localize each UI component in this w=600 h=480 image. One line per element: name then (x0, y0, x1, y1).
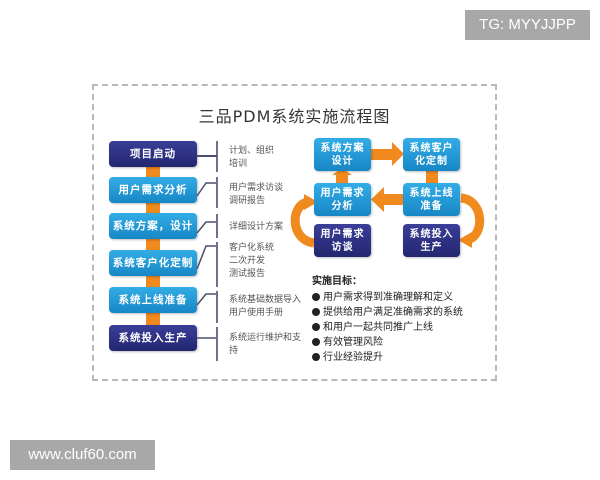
note-bracket (216, 141, 218, 172)
step-project-kickoff: 项目启动 (109, 141, 197, 167)
cycle-box-solution-design: 系统方案设计 (314, 138, 371, 171)
bullet-icon (312, 292, 320, 301)
step-production: 系统投入生产 (109, 325, 197, 351)
note-line: 系统运行维护和支 (229, 333, 302, 343)
goal-item: 和用户一起共同推广上线 (312, 318, 433, 333)
step-solution-design: 系统方案，设计 (109, 213, 197, 239)
diagram-title: 三品PDM系统实施流程图 (198, 107, 391, 126)
cycle-box-production: 系统投入生产 (403, 224, 460, 257)
note-line: 用户需求访谈 (229, 183, 284, 193)
box-line: 化定制 (415, 155, 448, 167)
cycle-box-requirements-analysis: 用户需求分析 (314, 183, 371, 216)
flow-connector (146, 202, 160, 213)
goal-item: 提供给用户满足准确需求的系统 (312, 303, 463, 318)
bracket-connector (197, 155, 217, 157)
note-bracket (216, 242, 218, 287)
note-line: 用户使用手册 (229, 308, 284, 318)
step-note: 计划、组织 培训 (229, 145, 274, 171)
goal-text: 行业经验提升 (323, 352, 383, 363)
flow-connector (146, 166, 160, 177)
goal-text: 用户需求得到准确理解和定义 (323, 292, 453, 303)
step-note: 系统运行维护和支 持 (229, 332, 301, 358)
box-line: 用户需求 (320, 187, 365, 199)
flow-connector (146, 239, 160, 250)
bullet-icon (312, 337, 320, 346)
box-line: 系统投入 (409, 228, 454, 240)
bullet-icon (312, 322, 320, 331)
goal-text: 有效管理风险 (323, 337, 383, 348)
note-bracket (216, 291, 218, 323)
bullet-icon (312, 352, 320, 361)
goals-heading: 实施目标： (312, 276, 362, 287)
goal-text: 和用户一起共同推广上线 (323, 322, 433, 333)
note-line: 计划、组织 (229, 146, 275, 156)
step-note: 详细设计方案 (229, 221, 283, 234)
flow-connector (146, 276, 160, 287)
watermark-telegram: TG: MYYJJPP (465, 10, 590, 40)
step-requirements-analysis: 用户需求分析 (109, 177, 197, 203)
bullet-icon (312, 307, 320, 316)
box-line: 分析 (331, 200, 354, 212)
watermark-website: www.cluf60.com (10, 440, 155, 470)
step-note: 用户需求访谈 调研报告 (229, 182, 283, 208)
note-line: 详细设计方案 (229, 222, 284, 232)
note-line: 客户化系统 (229, 243, 275, 253)
box-line: 准备 (420, 200, 443, 212)
step-note: 系统基础数据导入 用户使用手册 (229, 294, 301, 320)
note-line: 测试报告 (229, 269, 266, 279)
box-line: 系统方案 (320, 142, 365, 154)
diagram-frame (92, 84, 497, 381)
flow-connector (146, 313, 160, 325)
cycle-box-golive-prep: 系统上线准备 (403, 183, 460, 216)
goal-item: 行业经验提升 (312, 348, 383, 363)
box-line: 生产 (420, 241, 443, 253)
goal-text: 提供给用户满足准确需求的系统 (323, 307, 463, 318)
step-customization: 系统客户化定制 (109, 250, 197, 276)
note-line: 系统基础数据导入 (229, 295, 302, 305)
box-line: 设计 (331, 155, 354, 167)
goal-item: 用户需求得到准确理解和定义 (312, 288, 453, 303)
cycle-box-customization: 系统客户化定制 (403, 138, 460, 171)
note-line: 持 (229, 346, 239, 356)
note-bracket (216, 214, 218, 238)
box-line: 系统客户 (409, 142, 454, 154)
note-bracket (216, 327, 218, 361)
box-line: 用户需求 (320, 228, 365, 240)
step-golive-prep: 系统上线准备 (109, 287, 197, 313)
step-note: 客户化系统 二次开发 测试报告 (229, 242, 274, 281)
box-line: 访谈 (331, 241, 354, 253)
note-line: 二次开发 (229, 256, 266, 266)
note-bracket (216, 177, 218, 208)
note-line: 培训 (229, 159, 248, 169)
box-line: 系统上线 (409, 187, 454, 199)
cycle-box-requirements-interview: 用户需求访谈 (314, 224, 371, 257)
goal-item: 有效管理风险 (312, 333, 383, 348)
note-line: 调研报告 (229, 196, 266, 206)
